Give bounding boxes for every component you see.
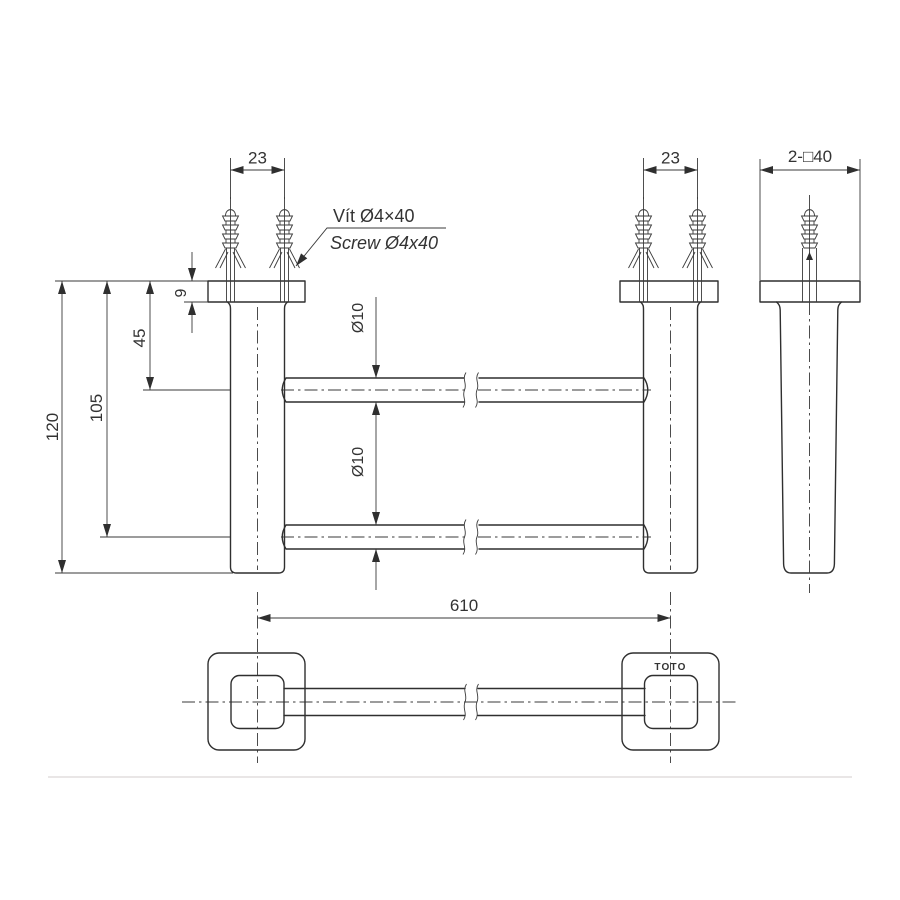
front-view [55, 196, 719, 574]
right-post-section [643, 674, 699, 730]
side-view [759, 194, 861, 593]
right-escutcheon [621, 652, 720, 751]
break-symbol [475, 372, 479, 408]
wall-anchor-icon [269, 196, 300, 303]
dim-wall-to-bottom-bar: 105 [87, 281, 230, 538]
plan-bar [283, 683, 646, 721]
bottom-bar [281, 519, 651, 555]
dim-bottom-bar-diameter: Ø10 [350, 447, 380, 590]
bottom-view: TOTO [182, 592, 737, 763]
left-post [226, 301, 289, 574]
left-flange [207, 280, 306, 303]
screw-note-vi: Vít Ø4×40 [333, 206, 415, 226]
leader-screw-note: Vít Ø4×40 Screw Ø4x40 [292, 206, 446, 269]
svg-text:45: 45 [130, 329, 149, 348]
left-escutcheon [207, 652, 306, 751]
dim-bar-length: 610 [257, 596, 671, 622]
svg-text:9: 9 [173, 288, 190, 297]
right-post [639, 301, 702, 574]
side-flange [759, 280, 861, 303]
svg-text:23: 23 [661, 149, 680, 168]
side-post [775, 301, 843, 574]
svg-text:2-□40: 2-□40 [788, 147, 832, 166]
dim-flange-square: 2-□40 [759, 147, 861, 280]
dim-screw-spacing-right: 23 [643, 149, 698, 199]
screw-note-en: Screw Ø4x40 [330, 233, 438, 253]
dim-total-depth: 120 [43, 281, 233, 574]
toto-logo: TOTO [654, 662, 686, 673]
svg-text:23: 23 [248, 149, 267, 168]
right-flange [619, 280, 719, 303]
svg-text:120: 120 [43, 413, 62, 441]
break-symbol [475, 683, 479, 721]
dim-wall-to-top-bar: 45 [130, 281, 230, 391]
svg-text:Ø10: Ø10 [350, 447, 367, 477]
break-symbol [463, 683, 467, 721]
wall-anchor-icon [682, 196, 713, 303]
wall-anchor-icon [628, 196, 659, 303]
wall-anchor-side-icon [801, 194, 818, 303]
break-symbol [475, 519, 479, 555]
dim-screw-spacing-left: 23 [230, 149, 285, 199]
svg-text:610: 610 [450, 596, 478, 615]
dim-top-bar-diameter: Ø10 [350, 297, 380, 525]
wall-anchor-icon [215, 196, 246, 303]
top-bar [281, 372, 651, 408]
svg-text:Ø10: Ø10 [350, 303, 367, 333]
dim-flange-thickness: 9 [173, 252, 208, 333]
svg-text:105: 105 [87, 394, 106, 422]
left-post-section [230, 674, 285, 730]
dimensions: 23 23 2-□40 Vít Ø4×40 Screw Ø4x40 [43, 147, 861, 622]
